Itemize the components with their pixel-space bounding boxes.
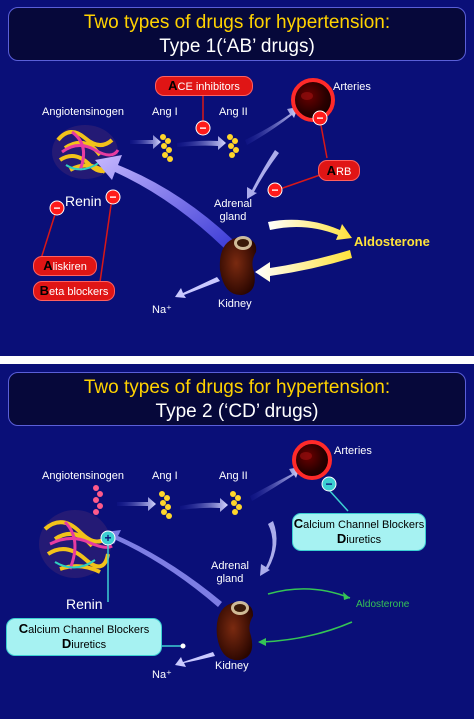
arb-box: ARB	[318, 160, 360, 181]
na-label: Na⁺	[152, 304, 172, 316]
panel1-title-line1: Two types of drugs for hypertension:	[83, 12, 391, 33]
arrow-ang2-to-arteries	[245, 107, 298, 145]
ace-first-letter: A	[168, 78, 178, 93]
kidney-icon	[216, 601, 254, 661]
inhibit-sign-icon	[195, 120, 211, 136]
inhibit-sign-icon	[49, 200, 65, 216]
ang2-peptide-icon	[227, 134, 239, 158]
panel2-title-line1: Two types of drugs for hypertension:	[83, 377, 391, 398]
kidney-label: Kidney	[215, 660, 249, 672]
arrow-adrenal-to-aldosterone	[267, 588, 351, 599]
ang1-label: Ang I	[152, 106, 178, 118]
inhibit-sign-icon	[105, 189, 121, 205]
ccb-first-letter: C	[18, 621, 29, 636]
arrow-aldosterone-to-kidney	[255, 250, 352, 282]
ang1-label: Ang I	[152, 470, 178, 482]
kidney-label: Kidney	[218, 298, 252, 310]
panel2-diagram-graphics: − +	[39, 440, 353, 667]
ccb-rest-text: alcium Channel Blockers	[28, 624, 150, 636]
beta-rest-text: eta blockers	[49, 286, 109, 298]
angiotensinogen-label: Angiotensinogen	[42, 470, 124, 482]
aldosterone-label: Aldosterone	[354, 234, 430, 249]
renin-label: Renin	[66, 596, 103, 612]
stimulate-sign-icon	[100, 530, 116, 546]
panel-type1: Two types of drugs for hypertension: Typ…	[0, 0, 474, 356]
aliskiren-box: Aliskiren	[33, 256, 97, 276]
renin-label: Renin	[65, 193, 102, 209]
ang2-label: Ang II	[219, 470, 248, 482]
diu-first-letter: D	[336, 531, 347, 546]
ace-inhibitors-box: ACE inhibitors	[155, 76, 253, 96]
arrow-head	[343, 592, 350, 600]
diu-rest-text: iuretics	[346, 534, 382, 546]
panel2-title-box: Two types of drugs for hypertension: Typ…	[8, 372, 466, 426]
panel-type2: Two types of drugs for hypertension: Typ…	[0, 364, 474, 719]
arrow-ang-to-ang1	[117, 497, 156, 511]
arrow-kidney-to-na	[175, 277, 220, 298]
inhibit-sign-icon	[321, 476, 337, 492]
ang1-peptide-icon	[160, 134, 173, 162]
inhibit-sign-text: −	[316, 111, 323, 125]
arrow-ang1-to-ang2	[180, 498, 228, 512]
arrow-kidney-to-renin	[105, 530, 222, 607]
panel1-inhibit-signs	[49, 110, 328, 216]
diu-first-letter: D	[61, 636, 72, 651]
angiotensinogen-protein-icon	[39, 485, 113, 578]
arb-first-letter: A	[326, 163, 337, 178]
inhibit-sign-text: −	[271, 183, 278, 197]
ace-rest-text: CE inhibitors	[177, 81, 240, 93]
panel1-inhibition-lines	[39, 95, 328, 283]
arteries-label: Arteries	[333, 81, 371, 93]
ang2-peptide-icon	[230, 491, 242, 515]
aliskiren-first-letter: A	[43, 258, 53, 273]
arrow-ang1-to-ang2	[177, 136, 226, 150]
kidney-icon	[219, 236, 257, 296]
arrow-head	[258, 638, 266, 646]
aliskiren-rest-text: liskiren	[52, 261, 87, 273]
ccb-diuretics-box-right: Calcium Channel Blockers Diuretics	[292, 513, 426, 551]
panel1-title-box: Two types of drugs for hypertension: Typ…	[8, 7, 466, 61]
ccb-diuretics-box-left: Calcium Channel Blockers Diuretics	[6, 618, 162, 656]
inhibit-sign-text: −	[109, 190, 116, 204]
na-label: Na⁺	[152, 669, 172, 681]
aldosterone-label: Aldosterone	[356, 599, 410, 610]
arrow-ang2-to-arteries	[250, 467, 300, 501]
ccb-first-letter: C	[293, 516, 304, 531]
panel2-title-line2: Type 2 (‘CD’ drugs)	[155, 401, 319, 422]
arteries-label: Arteries	[334, 445, 372, 457]
adrenal-gland-label: Adrenal gland	[211, 560, 249, 585]
inhibit-sign-text: −	[325, 477, 332, 491]
beta-blockers-box: Beta blockers	[33, 281, 115, 301]
inhibit-sign-text: −	[53, 201, 60, 215]
inhibit-sign-icon	[267, 182, 283, 198]
arrow-kidney-to-na	[175, 652, 215, 667]
arrow-ang2-to-adrenal	[247, 150, 279, 199]
arb-rest-text: RB	[336, 166, 352, 178]
inhibit-sign-text: −	[199, 121, 206, 135]
artery-icon	[292, 440, 332, 480]
panel1-diagram-graphics: − − − − −	[39, 78, 352, 298]
angiotensinogen-label: Angiotensinogen	[42, 106, 124, 118]
panel2-signs	[100, 476, 337, 649]
panel1-title-line2: Type 1(‘AB’ drugs)	[159, 36, 315, 57]
arrow-kidney-to-renin	[95, 155, 233, 248]
arrow-aldosterone-to-kidney	[261, 621, 353, 643]
ang2-label: Ang II	[219, 106, 248, 118]
diu-rest-text: iuretics	[71, 639, 107, 651]
stimulate-sign-text: +	[104, 531, 111, 545]
ang1-peptide-icon	[159, 491, 172, 519]
arrow-ang2-to-adrenal	[260, 521, 277, 576]
connector-dot-icon	[180, 643, 186, 649]
arrow-ang-to-ang1	[130, 135, 161, 149]
artery-icon	[291, 78, 335, 122]
beta-first-letter: B	[39, 283, 50, 298]
arrow-adrenal-to-aldosterone	[268, 219, 352, 240]
adrenal-gland-label: Adrenal gland	[214, 198, 252, 223]
inhibit-sign-icon	[312, 110, 328, 126]
ccb-rest-text: alcium Channel Blockers	[303, 519, 425, 531]
